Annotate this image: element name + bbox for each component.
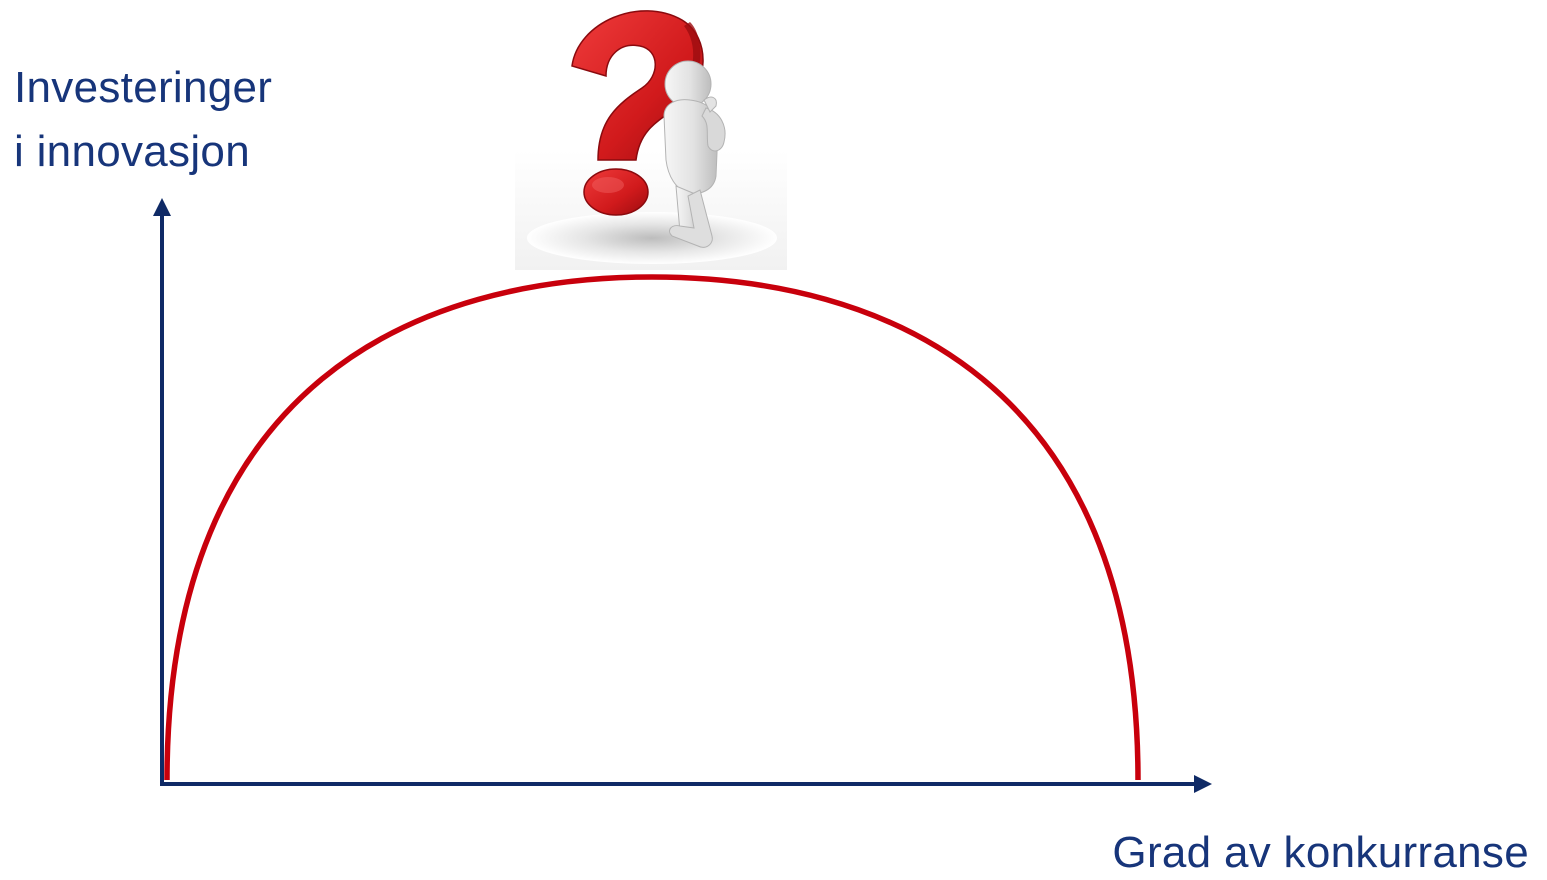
thinking-person-question-mark-icon	[515, 10, 787, 270]
x-axis-label: Grad av konkurranse	[1112, 828, 1529, 877]
thinking-figure-icon	[663, 60, 726, 248]
inverted-u-curve	[164, 274, 1141, 781]
question-mark-icon	[571, 10, 704, 216]
y-axis-label-line2: i innovasjon	[14, 127, 250, 176]
x-axis-arrowhead	[1194, 775, 1212, 793]
y-axis-label: Investeringer i innovasjon	[14, 56, 272, 184]
y-axis	[153, 198, 171, 784]
y-axis-label-line1: Investeringer	[14, 63, 273, 112]
y-axis-arrowhead	[153, 198, 171, 216]
x-axis	[160, 775, 1212, 793]
